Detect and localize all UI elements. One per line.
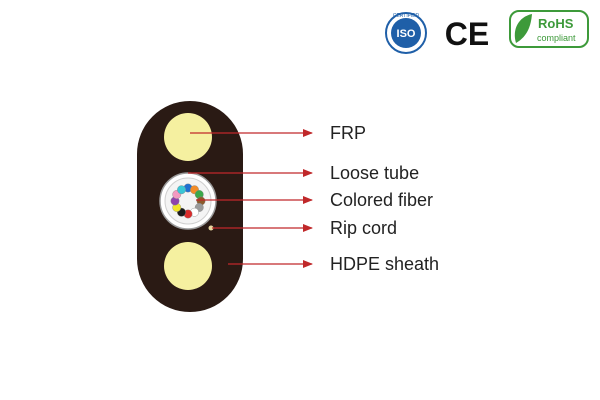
rohs-badge: RoHS compliant (509, 10, 589, 48)
rohs-subtitle: compliant (537, 33, 576, 43)
label-colored-fiber: Colored fiber (330, 190, 433, 210)
label-loose-tube: Loose tube (330, 163, 419, 183)
ce-mark-text: CE (445, 16, 489, 52)
leaf-icon (514, 14, 532, 43)
label-hdpe-sheath: HDPE sheath (330, 254, 439, 274)
frp-bottom (164, 242, 212, 290)
colored-fiber-dot (177, 185, 186, 195)
ce-mark: CE (445, 16, 489, 52)
loose-tube-inner (164, 177, 212, 225)
iso-badge: ISO CERTIFIED (385, 12, 427, 54)
iso-badge-ring-text: CERTIFIED (393, 13, 420, 19)
colored-fibers-group (170, 183, 206, 219)
rip-cord-dot (208, 225, 214, 231)
rohs-title: RoHS (538, 16, 574, 31)
label-rip-cord: Rip cord (330, 218, 397, 238)
iso-badge-text: ISO (397, 28, 416, 40)
label-frp: FRP (330, 123, 366, 143)
frp-top (164, 113, 212, 161)
